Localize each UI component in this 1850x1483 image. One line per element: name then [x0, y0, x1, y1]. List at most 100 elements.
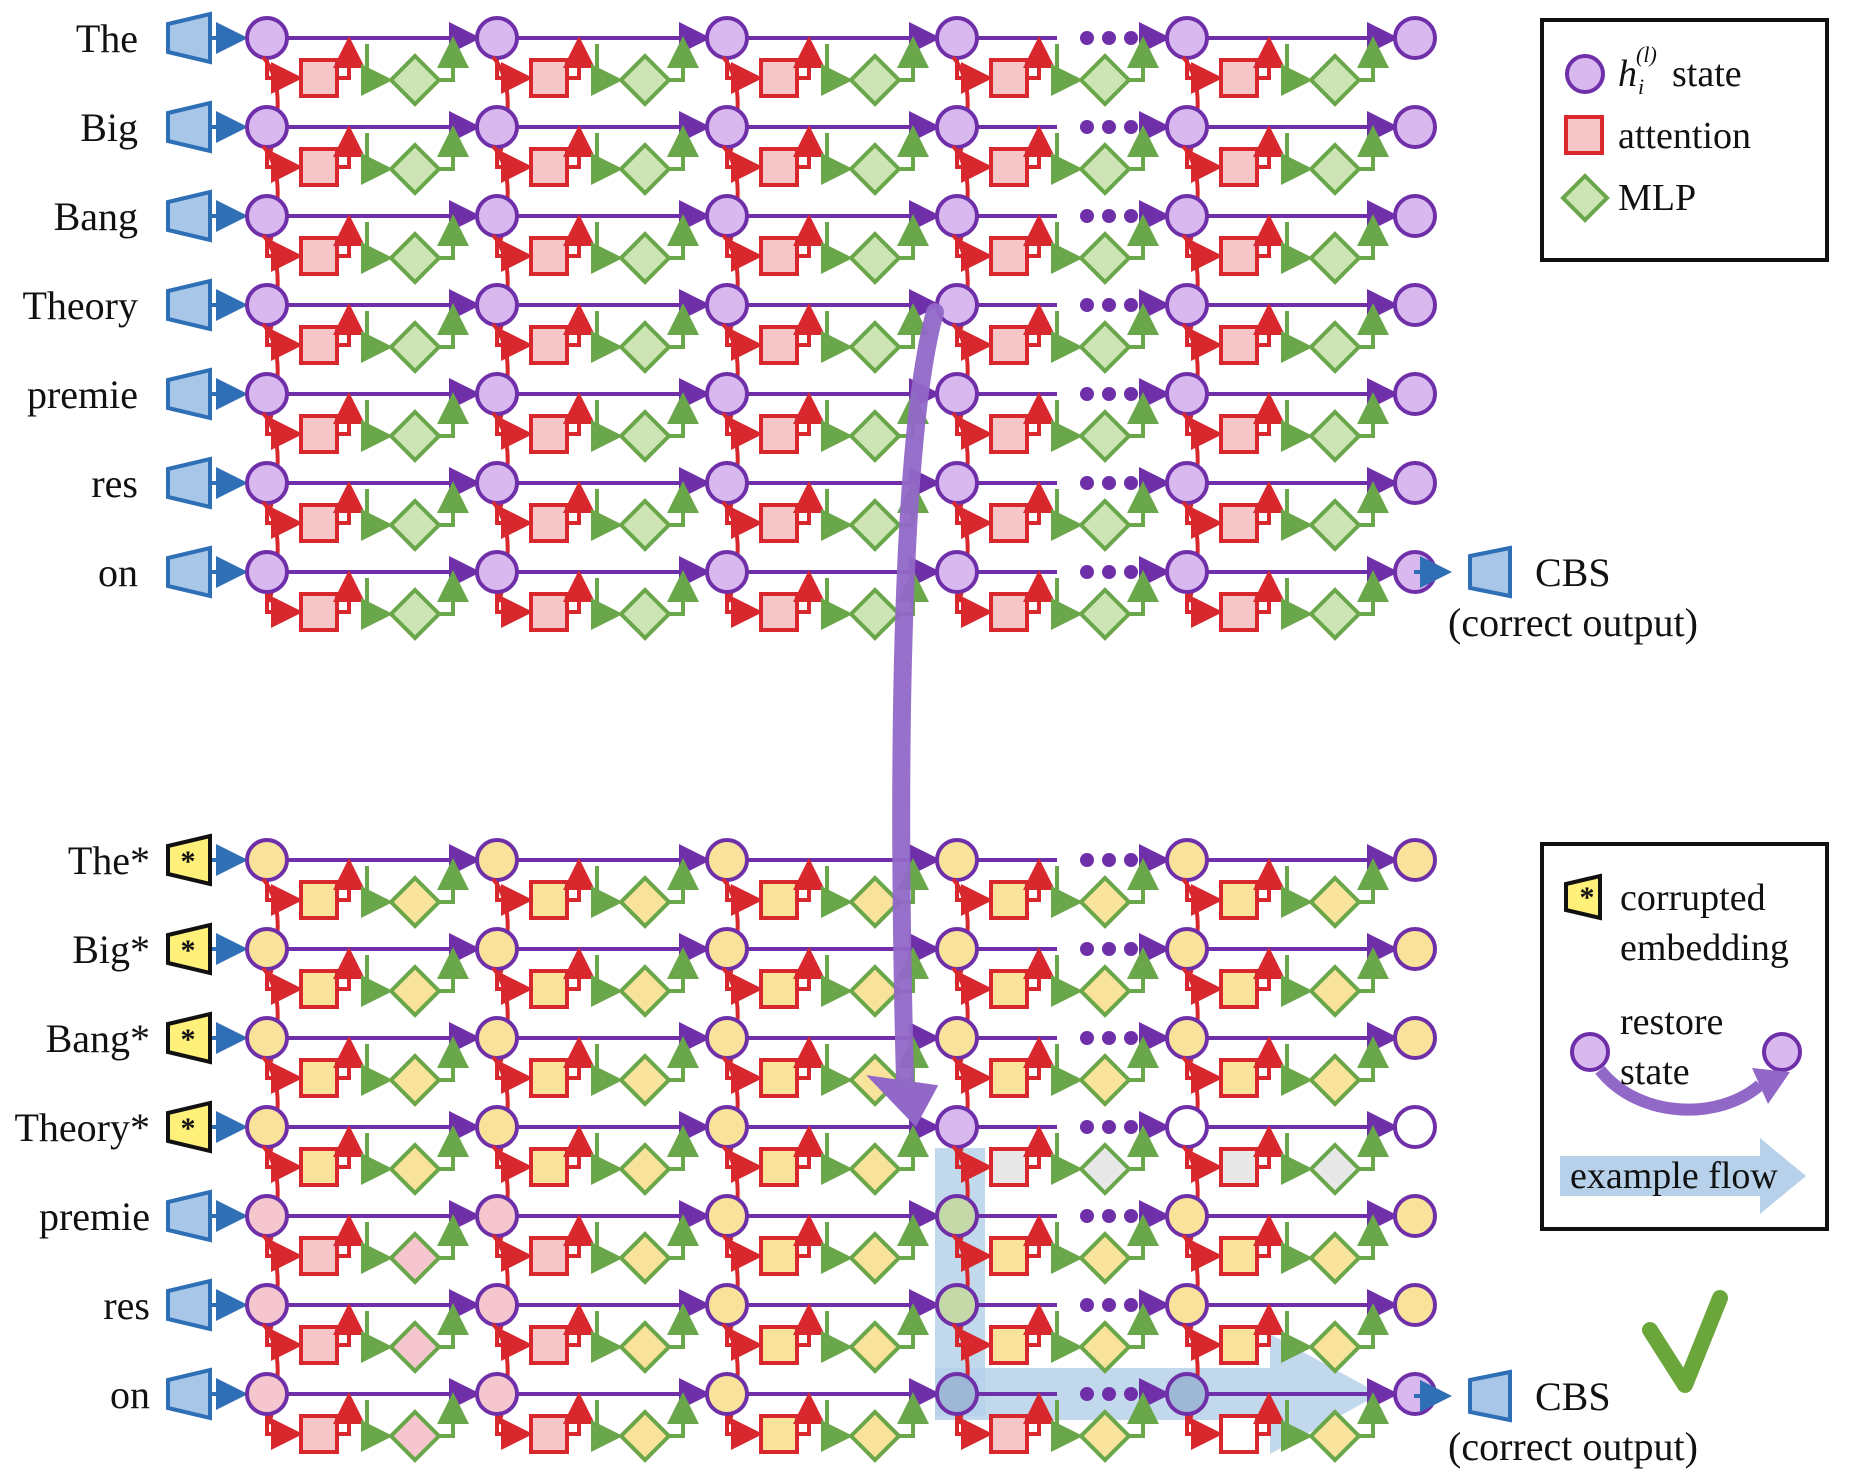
square-attention-icon: [989, 414, 1029, 454]
mlp-output: [897, 1303, 929, 1349]
square-attention-icon: [299, 1325, 339, 1365]
token-label: premie: [39, 1194, 150, 1239]
circle-state-icon: [935, 927, 979, 971]
diamond-mlp-icon: [1308, 1231, 1362, 1285]
mlp-output: [1127, 303, 1159, 349]
circle-state-icon: [1393, 16, 1437, 60]
square-attention-icon: [989, 880, 1029, 920]
circle-state-icon: [705, 283, 749, 327]
square-attention-icon: [759, 592, 799, 632]
diamond-mlp-icon: [1308, 142, 1362, 196]
square-attention-icon: [759, 880, 799, 920]
corrupted-output-note: (correct output): [1448, 1424, 1698, 1469]
circle-state-icon: [935, 194, 979, 238]
mlp-input: [1051, 222, 1083, 274]
mlp-input: [361, 1222, 393, 1274]
circle-state-icon: [475, 1372, 519, 1416]
mlp-input: [361, 400, 393, 452]
mlp-output: [1127, 947, 1159, 993]
mlp-output: [667, 947, 699, 993]
attention-output: [563, 1392, 595, 1436]
square-attention-icon: [529, 325, 569, 365]
attention-input: [1185, 1414, 1223, 1450]
square-attention-icon: [299, 147, 339, 187]
attention-output: [793, 1392, 825, 1436]
diamond-mlp-icon: [388, 964, 442, 1018]
attention-output: [1253, 947, 1285, 991]
circle-state-icon: [705, 1283, 749, 1327]
ellipsis-dot: [1102, 298, 1116, 312]
mlp-output: [1127, 392, 1159, 438]
diamond-mlp-icon: [388, 320, 442, 374]
ellipsis-dot: [1124, 387, 1138, 401]
legend-restore-1: restore: [1620, 1001, 1723, 1043]
mlp-input: [1281, 578, 1313, 630]
square-attention-icon: [529, 1058, 569, 1098]
mlp-input: [591, 489, 623, 541]
attention-input: [495, 592, 533, 628]
mlp-output: [667, 1125, 699, 1171]
square-attention-icon: [1219, 236, 1259, 276]
ellipsis-dot: [1080, 565, 1094, 579]
clean-output: CBS (correct output): [1414, 545, 1698, 645]
diamond-mlp-icon: [848, 498, 902, 552]
token-label: The: [76, 16, 138, 61]
attention-output: [1023, 1125, 1055, 1169]
embed-star: *: [181, 1023, 196, 1056]
square-attention-icon: [1219, 58, 1259, 98]
diamond-mlp-icon: [618, 498, 672, 552]
circle-state-icon: [1393, 372, 1437, 416]
attention-input: [265, 592, 303, 628]
diamond-mlp-icon: [1308, 964, 1362, 1018]
mlp-input: [361, 578, 393, 630]
mlp-input: [1281, 1044, 1313, 1096]
attention-output: [793, 1214, 825, 1258]
diamond-mlp-icon: [1078, 142, 1132, 196]
ellipsis-dot: [1102, 387, 1116, 401]
ellipsis-dot: [1124, 120, 1138, 134]
attention-output: [563, 1214, 595, 1258]
attention-output: [1023, 481, 1055, 525]
circle-state-icon: [935, 1194, 979, 1238]
circle-state-icon: [245, 1016, 289, 1060]
attention-output: [333, 1125, 365, 1169]
circle-state-icon: [1165, 1372, 1209, 1416]
mlp-output: [897, 1125, 929, 1171]
attention-output: [333, 1303, 365, 1347]
diamond-mlp-icon: [388, 1142, 442, 1196]
attention-output: [333, 947, 365, 991]
ellipsis-dot: [1124, 1209, 1138, 1223]
mlp-input: [1051, 400, 1083, 452]
mlp-output: [1357, 481, 1389, 527]
diamond-mlp-icon: [848, 1320, 902, 1374]
ellipsis-dot: [1080, 476, 1094, 490]
mlp-input: [1281, 1311, 1313, 1363]
circle-state-icon: [935, 1372, 979, 1416]
attention-output: [1023, 1214, 1055, 1258]
circle-state-icon: [1165, 550, 1209, 594]
diamond-mlp-icon: [848, 964, 902, 1018]
mlp-output: [1357, 1303, 1389, 1349]
check-mark-icon: [1642, 1290, 1728, 1393]
trapezoid-embed-icon: [166, 456, 212, 510]
square-attention-icon: [1219, 1058, 1259, 1098]
mlp-input: [821, 1400, 853, 1452]
square-attention-icon: [1219, 1147, 1259, 1187]
mlp-input: [1281, 955, 1313, 1007]
attention-output: [793, 125, 825, 169]
mlp-output: [437, 125, 469, 171]
trapezoid-embed-icon: [166, 545, 212, 599]
circle-state-icon: [705, 1194, 749, 1238]
attention-input: [725, 1414, 763, 1450]
circle-state-icon: [705, 1016, 749, 1060]
attention-input: [955, 1414, 993, 1450]
mlp-output: [437, 1036, 469, 1082]
mlp-input: [821, 578, 853, 630]
mlp-output: [437, 1392, 469, 1438]
unembedding-icon: [1468, 1369, 1512, 1423]
attention-output: [333, 36, 365, 80]
circle-state-icon: [245, 838, 289, 882]
mlp-output: [667, 125, 699, 171]
ellipsis-dot: [1080, 1209, 1094, 1223]
circle-state-icon: [475, 372, 519, 416]
